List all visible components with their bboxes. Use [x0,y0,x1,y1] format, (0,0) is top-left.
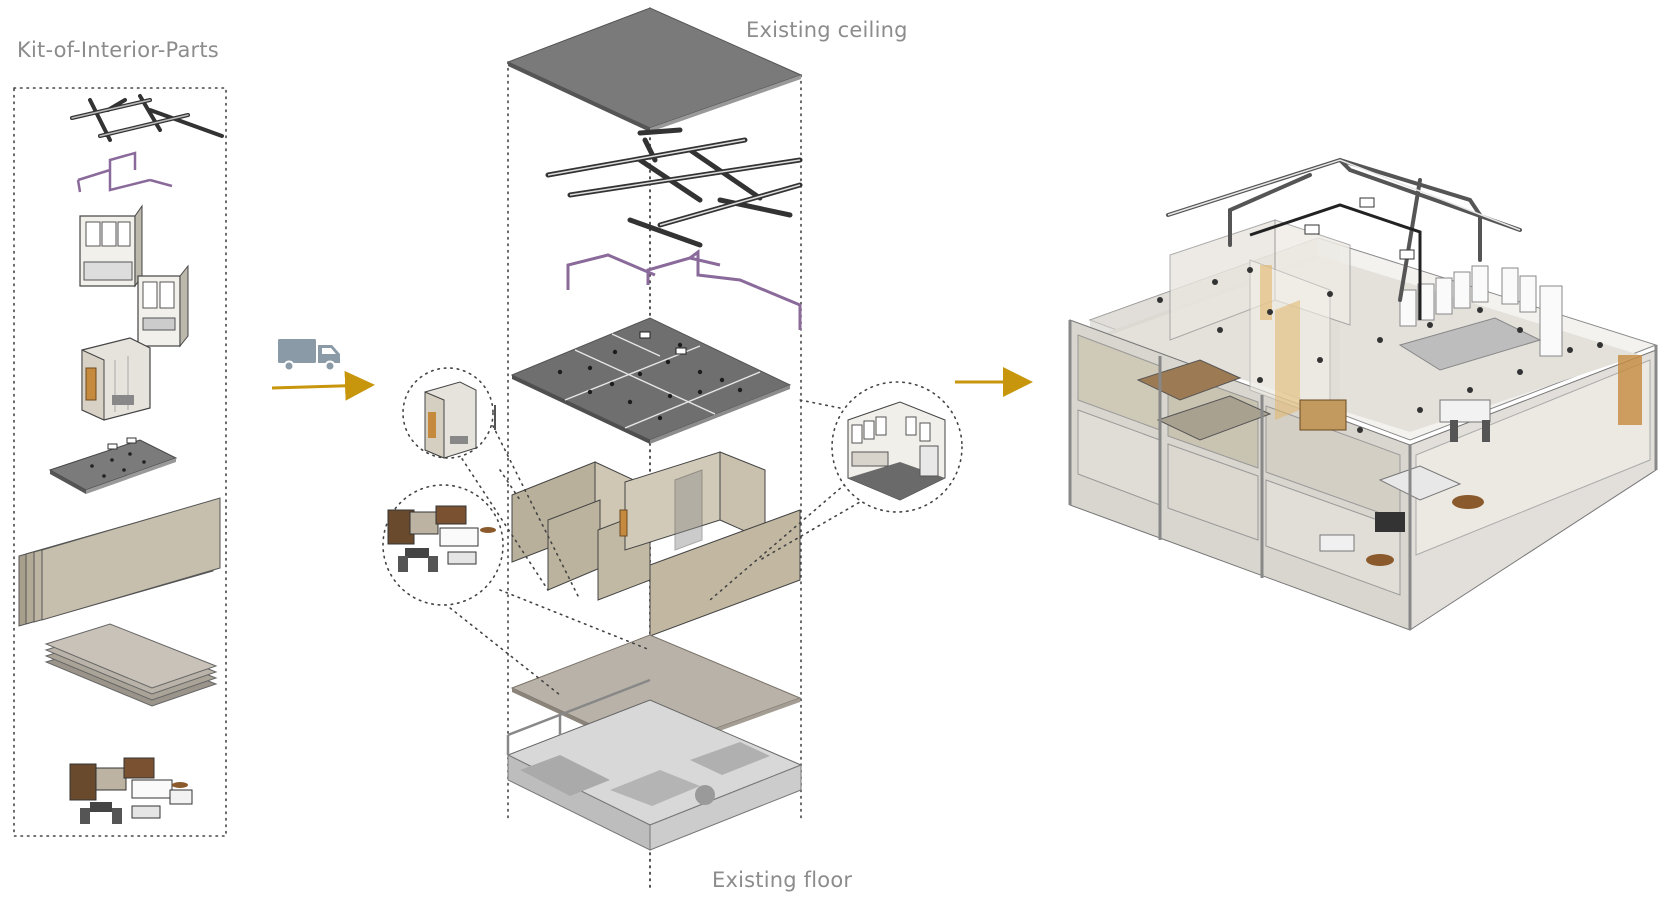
assembled-unit-axon [1068,157,1658,631]
kit-ceiling-panel [48,437,178,494]
truck-icon [278,339,340,372]
kit-ductwork [70,94,224,142]
callout-furniture [382,484,504,606]
existing-floor-label: Existing floor [712,868,853,892]
existing-ceiling-label: Existing ceiling [746,18,908,42]
arrow-right-icon [271,370,375,401]
ductwork-layer [545,127,803,248]
exploded-axonometric [382,7,963,891]
kit-title: Kit-of-Interior-Parts [17,38,219,62]
kit-piping [76,151,173,193]
callout-kitchen [831,381,963,513]
kit-floor-finish [44,623,218,707]
existing-floor-slab [506,678,803,851]
ceiling-panel-layer [510,317,792,444]
kit-wall-panels [18,497,221,627]
kit-panel [13,87,227,837]
piping-layer [566,249,802,330]
kit-furniture [69,757,193,824]
wall-layer [511,451,801,637]
kit-bathroom-pod [81,337,151,421]
callout-bathroom-pod [402,367,496,459]
existing-ceiling-plate [506,7,803,132]
kit-kitchen-module [79,204,189,348]
